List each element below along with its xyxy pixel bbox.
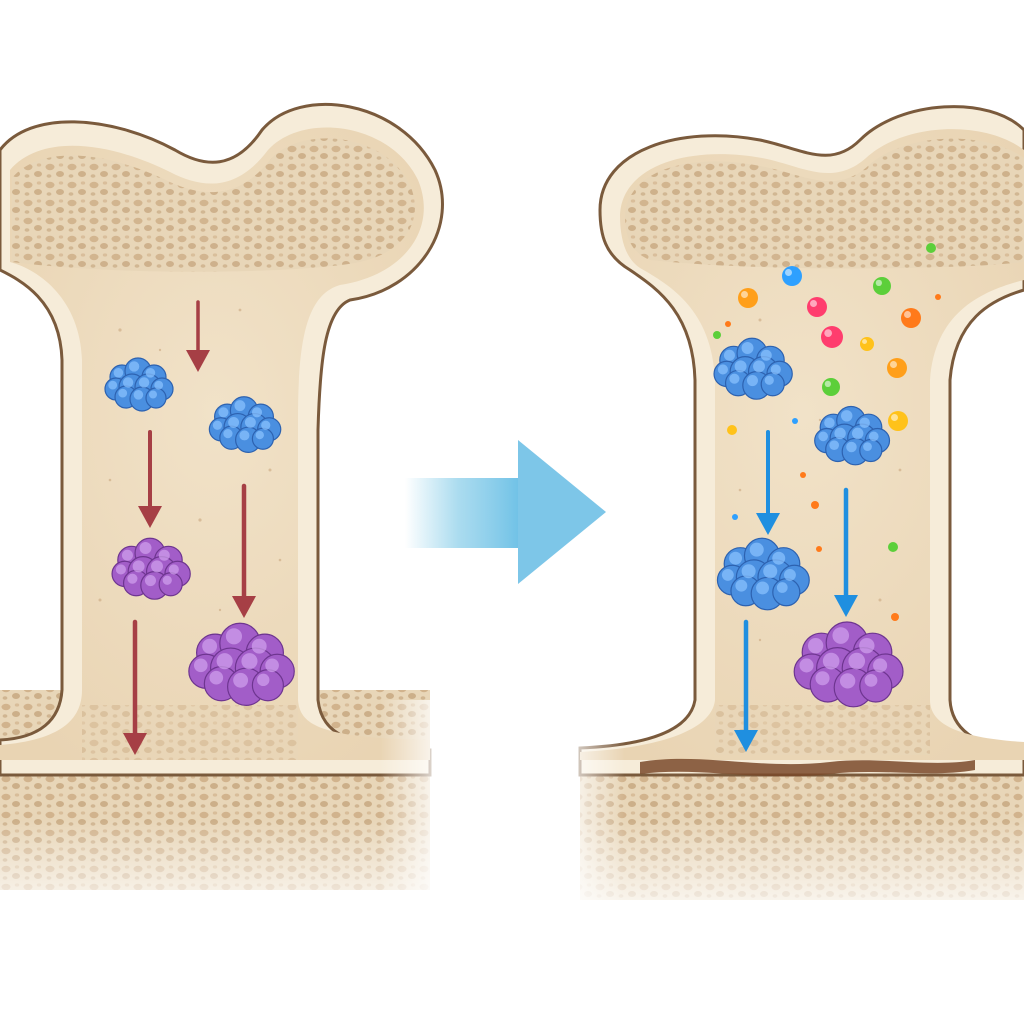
particle: [725, 321, 731, 327]
particle: [926, 243, 936, 253]
particle: [732, 514, 738, 520]
particle: [860, 337, 874, 351]
down-arrow: [232, 483, 256, 618]
down-arrow: [834, 487, 858, 617]
particle: [887, 358, 907, 378]
spongy-bone-head-left: [12, 138, 415, 272]
down-arrow: [734, 619, 758, 752]
particle: [822, 378, 840, 396]
particle: [713, 331, 721, 339]
particle: [727, 425, 737, 435]
down-arrow: [123, 619, 147, 755]
particle: [901, 308, 921, 328]
fade-left-lower: [380, 700, 450, 940]
particle: [888, 411, 908, 431]
down-arrow: [138, 430, 162, 528]
blue-cell-cluster: [104, 357, 174, 412]
blue-cell-cluster: [208, 396, 282, 453]
particle: [811, 501, 819, 509]
particle: [821, 326, 843, 348]
down-arrow: [186, 300, 210, 372]
blue-cell-cluster: [716, 537, 810, 611]
bone-before: [0, 102, 444, 890]
particle: [807, 297, 827, 317]
purple-cell-cluster: [793, 621, 904, 708]
after-panel-items: [713, 243, 941, 752]
marrow-speckles-left: [98, 308, 282, 612]
metaphysis-left: [82, 705, 298, 760]
colored-particles: [713, 243, 941, 621]
spongy-bone-head-right: [625, 138, 1024, 269]
particle: [891, 613, 899, 621]
bone-after: [578, 105, 1024, 900]
growth-plate-band: [640, 758, 975, 777]
blue-cell-cluster: [713, 337, 793, 400]
fade-bottom-solid: [0, 928, 1024, 1024]
particle: [816, 546, 822, 552]
particle: [738, 288, 758, 308]
arrow-right-icon: [405, 440, 606, 584]
particle: [800, 472, 806, 478]
marrow-cavity-right: [580, 129, 1024, 760]
purple-cell-cluster: [188, 622, 295, 707]
particle: [935, 294, 941, 300]
particle: [792, 418, 798, 424]
before-panel-items: [104, 300, 295, 755]
fade-bottom: [0, 820, 1024, 930]
purple-cell-cluster: [111, 537, 191, 600]
marrow-cavity-left: [0, 127, 430, 760]
particle: [873, 277, 891, 295]
marrow-speckles-right: [738, 318, 902, 642]
fade-right-lower: [555, 700, 625, 940]
particle: [888, 542, 898, 552]
particle: [782, 266, 802, 286]
blue-cell-cluster: [814, 405, 891, 466]
down-arrow: [756, 430, 780, 535]
